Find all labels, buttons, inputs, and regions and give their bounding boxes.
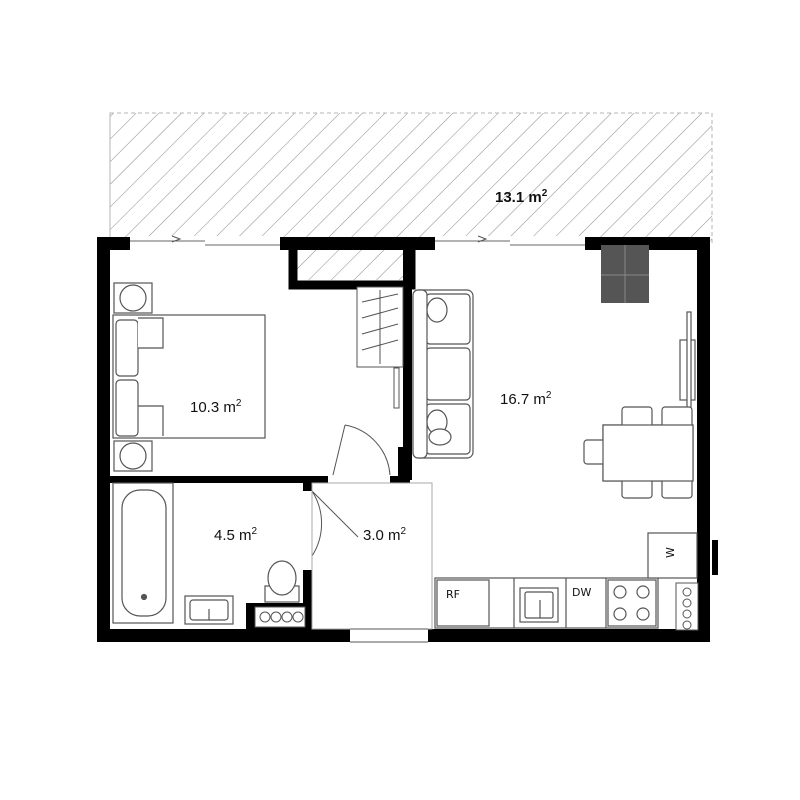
hall-area-label: 3.0 m2 [363, 526, 407, 544]
washer-label: W [664, 547, 677, 558]
bathroom: 4.5 m2 [112, 482, 306, 628]
kitchen-counter [434, 532, 698, 629]
balcony-sliding-door-right[interactable] [435, 235, 585, 248]
wine-rack [675, 582, 699, 631]
nightstand-top [113, 282, 153, 314]
bedroom: 10.3 m2 [112, 282, 404, 472]
fridge: RF [446, 588, 460, 601]
right-wall-window [712, 540, 718, 575]
living-room: 16.7 m2 [412, 289, 696, 499]
bedroom-door[interactable] [332, 424, 391, 476]
wardrobe-door[interactable] [393, 367, 400, 409]
cooktop [607, 579, 657, 627]
bathroom-area-label: 4.5 m2 [214, 526, 258, 544]
balcony-area-label: 13.1 m2 [495, 188, 548, 206]
double-bed [112, 314, 266, 439]
bathroom-vent-cabinet [254, 606, 306, 628]
entrance-door[interactable] [350, 628, 428, 643]
toilet [264, 560, 300, 603]
washer: W [664, 547, 677, 558]
dining-table [583, 406, 694, 499]
dishwasher: DW [572, 586, 591, 599]
kitchen-sink [519, 587, 559, 623]
wardrobe [356, 286, 404, 368]
wall-niche [288, 250, 416, 290]
living-area-label: 16.7 m2 [500, 390, 552, 408]
nightstand-bottom [113, 440, 153, 472]
exterior-walls [97, 237, 710, 642]
chimney-shaft [601, 245, 649, 303]
bathroom-door[interactable] [311, 490, 359, 557]
bathroom-sink [184, 595, 234, 625]
bedroom-area-label: 10.3 m2 [190, 398, 242, 416]
dishwasher-label: DW [572, 586, 591, 599]
hall: 3.0 m2 [311, 482, 433, 630]
balcony [109, 112, 713, 244]
sofa [412, 289, 474, 459]
balcony-sliding-door-left[interactable] [130, 235, 280, 248]
fridge-label: RF [446, 588, 460, 601]
bathtub [112, 482, 174, 624]
